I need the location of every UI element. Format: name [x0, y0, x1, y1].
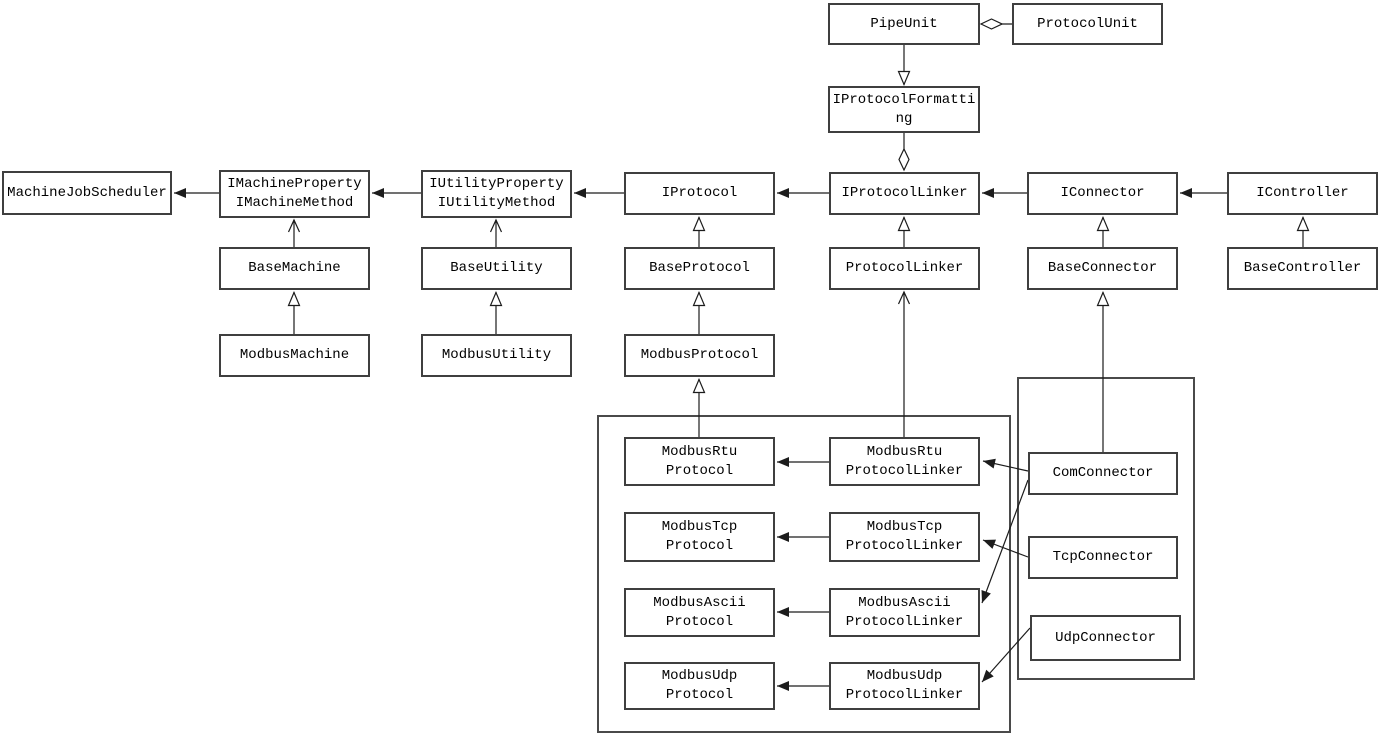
- class-node-protocol-unit: ProtocolUnit: [1012, 3, 1163, 45]
- class-node-label: BaseProtocol: [649, 260, 750, 276]
- edge-tcp-connector-to-modbus-tcp-protocol-linker: [982, 539, 1029, 558]
- class-node-label: BaseMachine: [248, 260, 341, 276]
- class-node-label: BaseUtility: [450, 260, 543, 276]
- class-node-label: ProtocolLinker: [845, 260, 964, 276]
- class-node-label: Protocol: [665, 538, 734, 554]
- class-node-label: ProtocolUnit: [1037, 15, 1138, 32]
- class-node-label: ng: [895, 110, 913, 127]
- class-node-label: MachineJobScheduler: [7, 184, 167, 201]
- class-node-label: ModbusProtocol: [640, 347, 759, 363]
- class-node-udp-connector: UdpConnector: [1030, 615, 1181, 661]
- class-node-label: ModbusAscii: [858, 594, 951, 611]
- class-node-i-protocol-linker: IProtocolLinker: [829, 172, 980, 215]
- group-box-protocol-group: [597, 415, 1011, 733]
- class-node-modbus-utility: ModbusUtility: [421, 334, 572, 377]
- class-node-label: PipeUnit: [870, 15, 938, 32]
- class-node-label: IMachineProperty: [227, 176, 362, 192]
- class-node-label: ProtocolLinker: [845, 462, 964, 479]
- edges-group: [174, 24, 1310, 691]
- class-node-label: IConnector: [1060, 185, 1145, 201]
- edge-udp-connector-to-modbus-udp-protocol-linker: [981, 627, 1031, 683]
- class-node-label: ModbusTcp: [866, 519, 943, 535]
- class-node-label: ProtocolLinker: [845, 613, 964, 630]
- class-node-base-machine: BaseMachine: [219, 247, 370, 290]
- class-node-label: IUtilityProperty: [429, 176, 564, 192]
- group-box-connector-group: [1017, 377, 1195, 680]
- class-node-label: ModbusUdp: [866, 668, 943, 684]
- class-node-label: IUtilityMethod: [437, 195, 556, 211]
- class-node-label: Protocol: [665, 613, 734, 630]
- edge-com-connector-to-modbus-ascii-protocol-linker: [981, 479, 1029, 604]
- class-node-machine-job-scheduler: MachineJobScheduler: [2, 171, 172, 215]
- class-node-label: ModbusUdp: [661, 668, 738, 684]
- class-node-label: UdpConnector: [1055, 629, 1156, 646]
- class-node-i-controller: IController: [1227, 172, 1378, 215]
- class-node-label: TcpConnector: [1052, 549, 1154, 565]
- class-node-modbus-protocol: ModbusProtocol: [624, 334, 775, 377]
- class-node-i-connector: IConnector: [1027, 172, 1178, 215]
- class-node-label: IMachineMethod: [235, 195, 354, 211]
- class-node-com-connector: ComConnector: [1028, 452, 1178, 495]
- class-node-tcp-connector: TcpConnector: [1028, 536, 1178, 579]
- class-node-label: IProtocolLinker: [841, 185, 968, 201]
- class-node-label: ProtocolLinker: [845, 538, 964, 554]
- class-node-i-protocol: IProtocol: [624, 172, 775, 215]
- class-node-label: BaseController: [1243, 260, 1362, 276]
- class-node-label: ModbusTcp: [661, 519, 738, 535]
- class-node-base-controller: BaseController: [1227, 247, 1378, 290]
- class-node-label: ModbusMachine: [239, 347, 350, 363]
- class-node-protocol-linker: ProtocolLinker: [829, 247, 980, 290]
- class-node-label: IProtocol: [661, 185, 738, 201]
- class-node-label: Protocol: [665, 687, 734, 703]
- class-node-label: ModbusRtu: [661, 443, 738, 460]
- class-node-pipe-unit: PipeUnit: [828, 3, 980, 45]
- class-node-label: ModbusAscii: [653, 594, 746, 611]
- class-node-label: ProtocolLinker: [845, 687, 964, 703]
- class-node-modbus-machine: ModbusMachine: [219, 334, 370, 377]
- class-node-i-protocol-formatting: IProtocolFormatti ng: [828, 86, 980, 133]
- class-node-label: Protocol: [665, 462, 734, 479]
- class-node-base-connector: BaseConnector: [1027, 247, 1178, 290]
- class-node-base-protocol: BaseProtocol: [624, 247, 775, 290]
- edge-com-connector-to-modbus-rtu-protocol-linker: [982, 458, 1029, 472]
- class-node-base-utility: BaseUtility: [421, 247, 572, 290]
- class-node-label: BaseConnector: [1047, 260, 1158, 276]
- class-node-label: ComConnector: [1052, 465, 1154, 481]
- class-node-label: IProtocolFormatti: [832, 91, 976, 108]
- class-node-label: IController: [1256, 185, 1349, 201]
- class-node-label: ModbusUtility: [441, 347, 552, 363]
- class-node-label: ModbusRtu: [866, 443, 943, 460]
